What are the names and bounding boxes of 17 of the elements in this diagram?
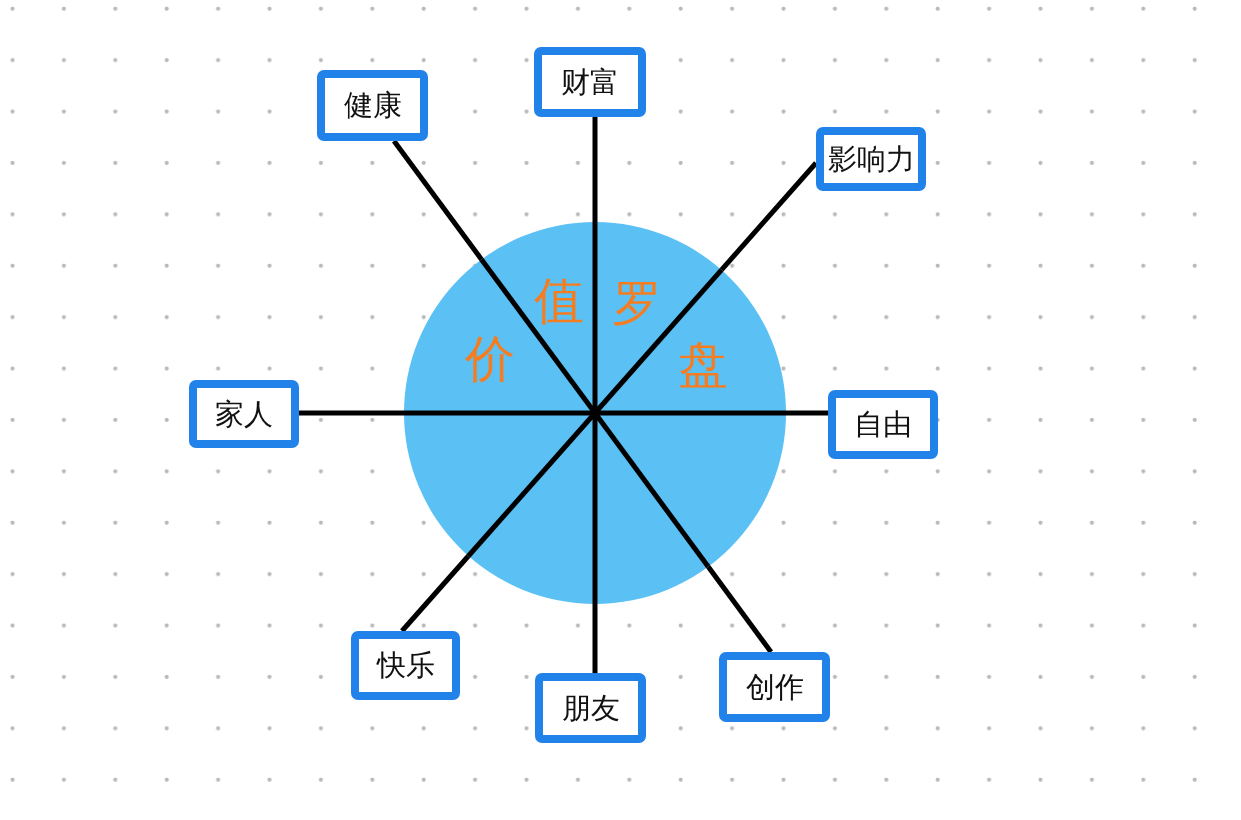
connector-line (592, 604, 598, 673)
value-box: 健康 (317, 70, 428, 141)
value-box: 朋友 (535, 673, 646, 743)
value-box: 自由 (828, 390, 938, 459)
value-box: 家人 (189, 380, 299, 448)
value-box: 影响力 (816, 127, 926, 191)
connector-line (719, 161, 818, 272)
connector-line (592, 117, 598, 222)
compass-title: 价值罗盘 (463, 274, 729, 391)
connector-line (786, 410, 828, 416)
connector-line (299, 410, 404, 416)
value-box: 快乐 (351, 631, 460, 700)
connector-line (392, 139, 484, 261)
value-box: 创作 (719, 652, 830, 722)
connector-line (706, 565, 773, 654)
connector-line (400, 554, 471, 633)
value-box: 财富 (534, 47, 646, 117)
